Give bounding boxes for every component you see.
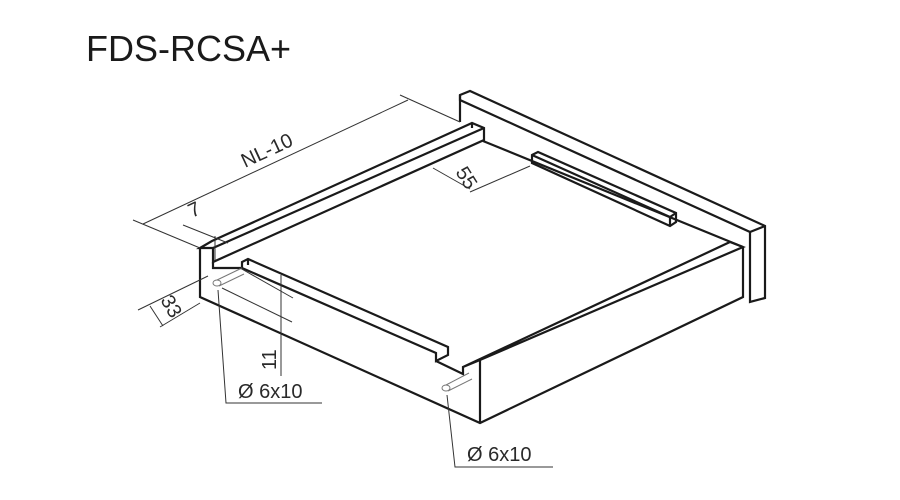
- hole-left: [212, 267, 245, 287]
- base-back-edge: [482, 139, 744, 249]
- dimension-edge-label: 7: [185, 198, 204, 223]
- front-frame: [198, 240, 746, 425]
- leader-hole-left: Ø 6x10: [217, 289, 322, 404]
- dimension-height-label: 33: [156, 292, 186, 322]
- product-title: FDS-RCSA+: [86, 28, 292, 69]
- hole-right-label: Ø 6x10: [467, 444, 531, 466]
- hole-right: [441, 372, 473, 392]
- leader-hole-right: Ø 6x10: [446, 394, 553, 468]
- back-panel: [458, 89, 767, 304]
- hole-left-label: Ø 6x10: [238, 381, 302, 403]
- dimension-hole-height-label: 11: [259, 349, 281, 370]
- dimension-hole-height: 11: [221, 267, 294, 376]
- dimension-height: 33: [137, 275, 209, 328]
- left-rail: [195, 121, 486, 264]
- dimension-gap: 55: [432, 163, 531, 194]
- dimension-edge: 7: [182, 198, 229, 260]
- middle-rail: [530, 150, 678, 228]
